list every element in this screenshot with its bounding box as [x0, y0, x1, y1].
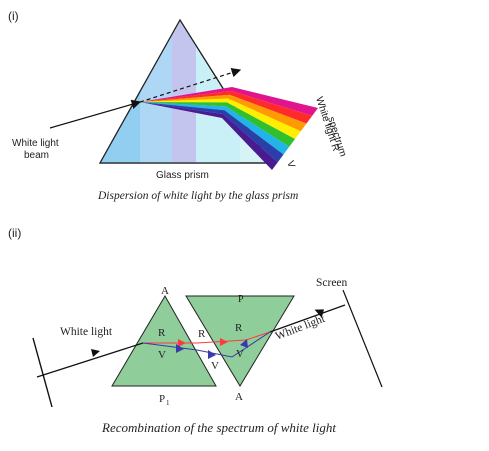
prism-p1 [111, 295, 217, 387]
violet-arrow-2 [208, 350, 216, 359]
spectrum-band [140, 87, 318, 116]
spectrum-v-label: V [284, 160, 297, 170]
p1-apex-label: A [161, 285, 169, 297]
r1-label: R [158, 327, 166, 339]
part-ii-marker: (ii) [8, 226, 21, 240]
p2-apex-label: A [235, 391, 243, 403]
red-arrow-2 [220, 338, 228, 346]
dispersion-caption: Dispersion of white light by the glass p… [97, 190, 298, 202]
emerging-arrow-head [314, 309, 325, 318]
spectrum-fan [140, 87, 318, 170]
r3-label: R [235, 322, 243, 334]
part-i-marker: (i) [8, 9, 19, 23]
violet-arrow-3 [240, 339, 248, 348]
violet-ray [142, 331, 271, 358]
spectrum-band [140, 90, 313, 124]
p1-base-subscript: 1 [166, 399, 170, 407]
p2-top-label: P [238, 294, 244, 305]
recombination-caption: Recombination of the spectrum of white l… [101, 420, 336, 435]
v2-label: V [211, 360, 219, 372]
spectrum-band [140, 98, 301, 139]
screen-label: Screen [316, 277, 348, 289]
spectrum-band [140, 102, 295, 147]
white-light-beam-ray [49, 99, 142, 129]
prism-p2 [185, 295, 295, 387]
incoming-arrow-head [91, 349, 100, 357]
v1-label: V [158, 349, 166, 361]
emerging-white-light-ray [269, 304, 346, 333]
glass-prism-label: Glass prism [156, 170, 209, 181]
glass-prism [98, 18, 272, 164]
source-slit [32, 337, 53, 408]
red-arrow-1 [178, 339, 186, 347]
incoming-white-light-ray [36, 342, 144, 378]
white-light-beam-label: White light [12, 138, 59, 149]
v3-label: V [236, 348, 244, 360]
r2-label: R [198, 328, 206, 340]
undeviated-direction-ray [139, 67, 242, 103]
p1-base-label: P [159, 393, 165, 405]
spectrum-band [140, 94, 307, 132]
spectrum-band [140, 102, 290, 155]
screen [342, 289, 383, 388]
white-light-in-label: White light [60, 326, 113, 338]
violet-arrow-1 [176, 344, 184, 353]
white-light-beam-label-2: beam [24, 150, 49, 161]
